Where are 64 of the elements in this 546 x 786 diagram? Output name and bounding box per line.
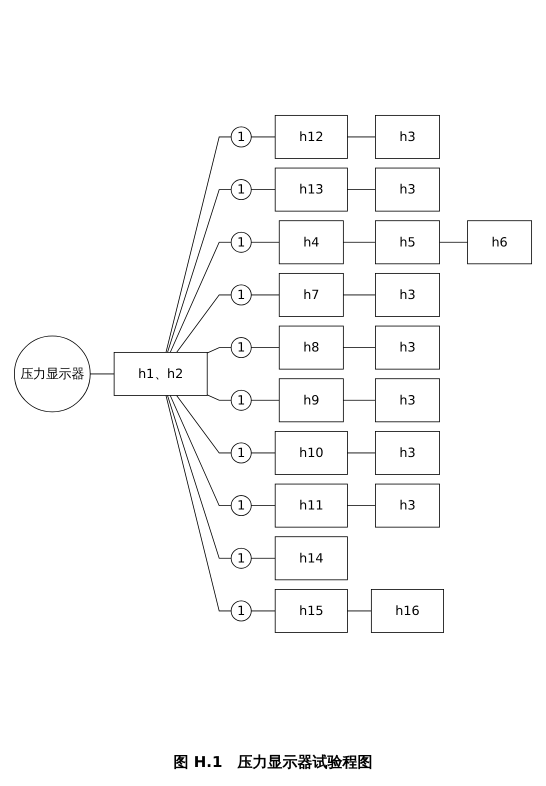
node-circle: 1 [230, 547, 252, 568]
node-circle: 1 [230, 284, 252, 305]
node-circle: 1 [230, 494, 252, 516]
node-box: h14 [274, 536, 348, 580]
connector [342, 399, 376, 400]
node-box: h15 [274, 588, 348, 632]
node-box: h3 [375, 114, 440, 158]
node-box: h1、h2 [114, 352, 208, 396]
node-box: h3 [375, 272, 440, 316]
node-box: h6 [467, 220, 532, 264]
connector [250, 136, 276, 137]
node-circle: 压力显示器 [14, 335, 91, 412]
figure-caption: 图 H.1 压力显示器试验程图 [174, 753, 372, 772]
connector [347, 188, 376, 190]
connector [170, 241, 232, 352]
node-box: h3 [375, 378, 440, 422]
connector [166, 136, 232, 352]
connector [250, 294, 280, 295]
connector [342, 346, 376, 348]
connector [347, 610, 372, 611]
node-box: h4 [278, 220, 344, 264]
connector [206, 394, 232, 400]
node-box: h3 [375, 483, 440, 528]
connector [176, 294, 232, 352]
node-circle: 1 [230, 231, 252, 252]
node-box: h7 [278, 272, 344, 316]
connector [347, 504, 376, 506]
connector [250, 610, 276, 611]
connector [90, 373, 115, 374]
connector [439, 241, 468, 242]
node-box: h3 [375, 430, 440, 474]
node-box: h12 [274, 114, 348, 158]
connector [347, 136, 376, 137]
connector [250, 452, 276, 453]
node-circle: 1 [230, 336, 252, 358]
connector [250, 188, 276, 190]
connector [167, 188, 232, 352]
connector [206, 346, 232, 353]
node-circle: 1 [230, 442, 252, 463]
node-box: h9 [278, 378, 344, 422]
node-box: h3 [375, 325, 440, 370]
connector [170, 394, 232, 506]
connector [347, 452, 376, 453]
connector [166, 394, 232, 611]
node-box: h8 [278, 325, 344, 370]
node-circle: 1 [230, 600, 252, 621]
node-box: h3 [375, 167, 440, 212]
connector [250, 557, 276, 558]
connector [250, 399, 280, 400]
connector [167, 394, 232, 558]
connector [250, 241, 280, 242]
connector [342, 294, 376, 295]
connector [342, 241, 376, 242]
node-box: h11 [274, 483, 348, 528]
node-circle: 1 [230, 389, 252, 410]
node-box: h13 [274, 167, 348, 212]
connector [250, 504, 276, 506]
node-box: h5 [375, 220, 440, 264]
connector [176, 394, 232, 453]
node-box: h16 [370, 588, 444, 632]
node-circle: 1 [230, 178, 252, 200]
node-box: h10 [274, 430, 348, 474]
node-circle: 1 [230, 126, 252, 147]
connector [250, 346, 280, 348]
